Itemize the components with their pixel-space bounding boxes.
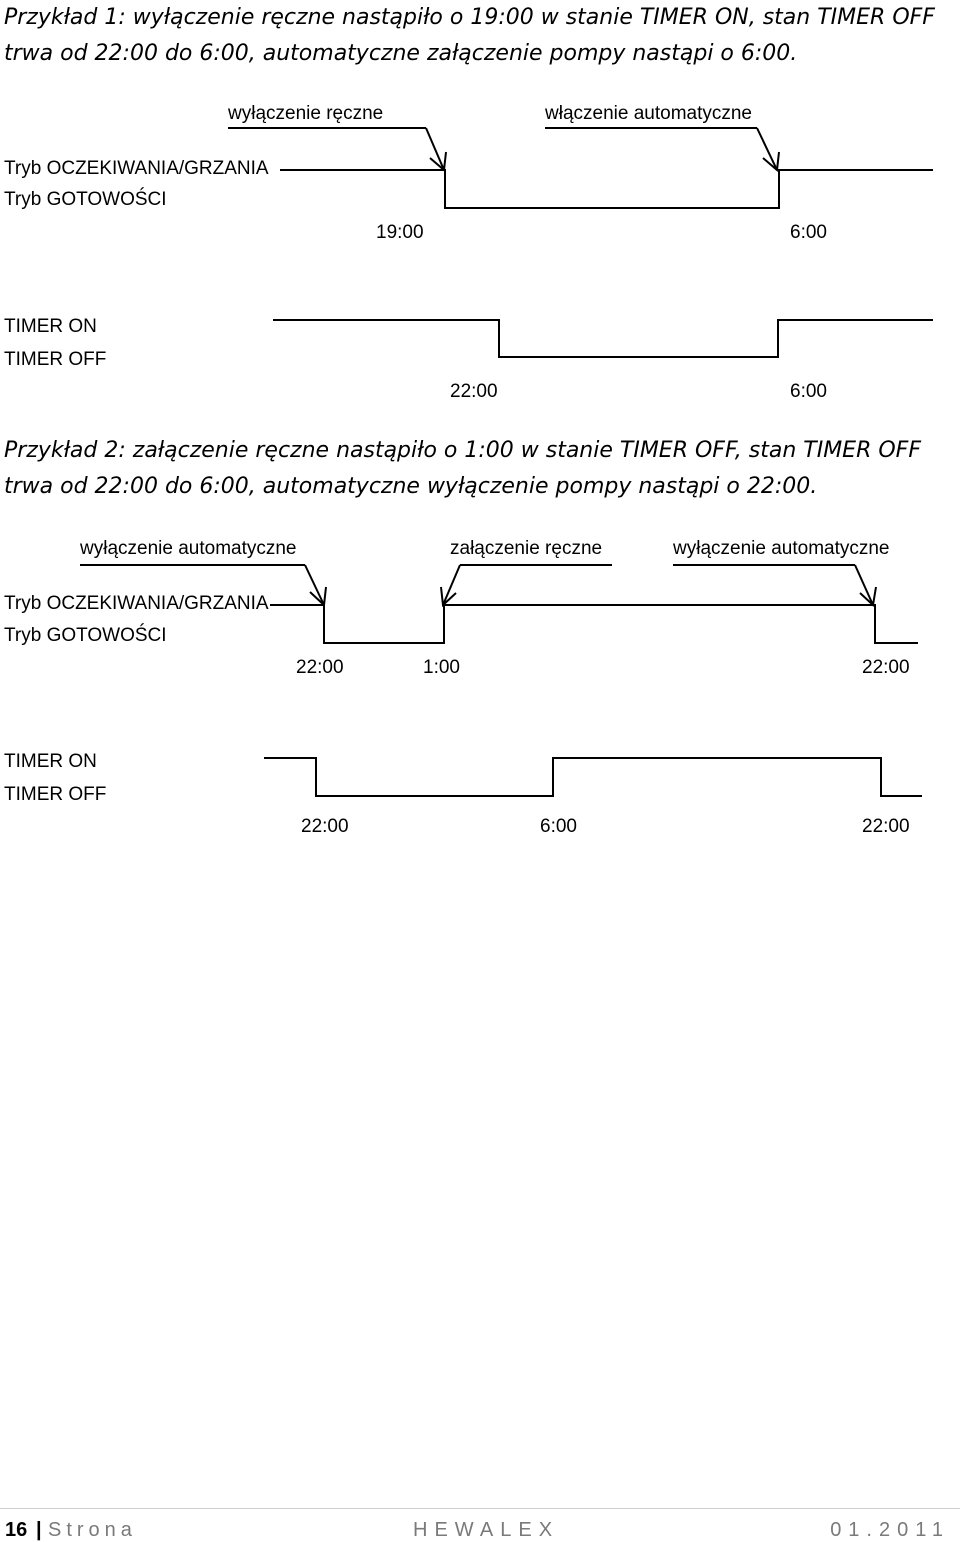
example2-mode-waveform: [80, 564, 918, 644]
example1-heading: Przykład 1: wyłączenie ręczne nastąpiło …: [4, 5, 935, 66]
example1-mode-waveform: [228, 127, 933, 209]
timer-time-label: 22:00: [450, 381, 498, 402]
annotation-auto-on: włączenie automatyczne: [545, 103, 752, 124]
annotation-auto-off-2: wyłączenie automatyczne: [673, 538, 890, 559]
timer-signal-line: [273, 319, 933, 358]
arrowhead-auto-on: [762, 151, 780, 172]
arrow-auto-off-2: [854, 564, 874, 606]
mode-label-low: Tryb GOTOWOŚCI: [4, 625, 167, 646]
arrow-auto-off-1: [304, 564, 325, 606]
timer-time-label: 6:00: [790, 381, 827, 402]
timer-signal-line: [264, 757, 922, 797]
timer-label-high: TIMER ON: [4, 751, 97, 772]
timer-label-low: TIMER OFF: [4, 349, 107, 370]
timer-time-label: 22:00: [301, 816, 349, 837]
mode-label-low: Tryb GOTOWOŚCI: [4, 189, 167, 210]
mode-time-label: 1:00: [423, 657, 460, 678]
arrow-manual-on: [442, 564, 461, 606]
mode-time-label: 22:00: [862, 657, 910, 678]
arrow-auto-on: [756, 127, 778, 171]
page-footer: 16 | Strona HEWALEX 01.2011: [0, 1508, 960, 1542]
annotation-auto-off-1: wyłączenie automatyczne: [80, 538, 297, 559]
mode-label-high: Tryb OCZEKIWANIA/GRZANIA: [4, 158, 269, 179]
timer-label-low: TIMER OFF: [4, 784, 107, 805]
page-number: 16: [5, 1519, 28, 1541]
mode-time-label: 22:00: [296, 657, 344, 678]
annotation-manual-on: załączenie ręczne: [450, 538, 603, 559]
timer-label-high: TIMER ON: [4, 316, 97, 337]
footer-date: 01.2011: [830, 1519, 950, 1541]
page-word: Strona: [48, 1519, 137, 1541]
timer-time-label: 6:00: [540, 816, 577, 837]
example1-timer-waveform: [273, 319, 933, 358]
footer-brand: HEWALEX: [413, 1519, 560, 1541]
example2-heading: Przykład 2: załączenie ręczne nastąpiło …: [4, 438, 921, 499]
mode-signal-line: [270, 604, 918, 644]
example2-timer-waveform: [264, 757, 922, 797]
timer-time-label: 22:00: [862, 816, 910, 837]
annotation-manual-off: wyłączenie ręczne: [228, 103, 384, 124]
mode-time-label: 6:00: [790, 222, 827, 243]
mode-signal-line: [280, 169, 933, 209]
footer-separator: |: [36, 1519, 42, 1541]
mode-label-high: Tryb OCZEKIWANIA/GRZANIA: [4, 593, 269, 614]
arrow-manual-off: [425, 127, 445, 171]
mode-time-label: 19:00: [376, 222, 424, 243]
